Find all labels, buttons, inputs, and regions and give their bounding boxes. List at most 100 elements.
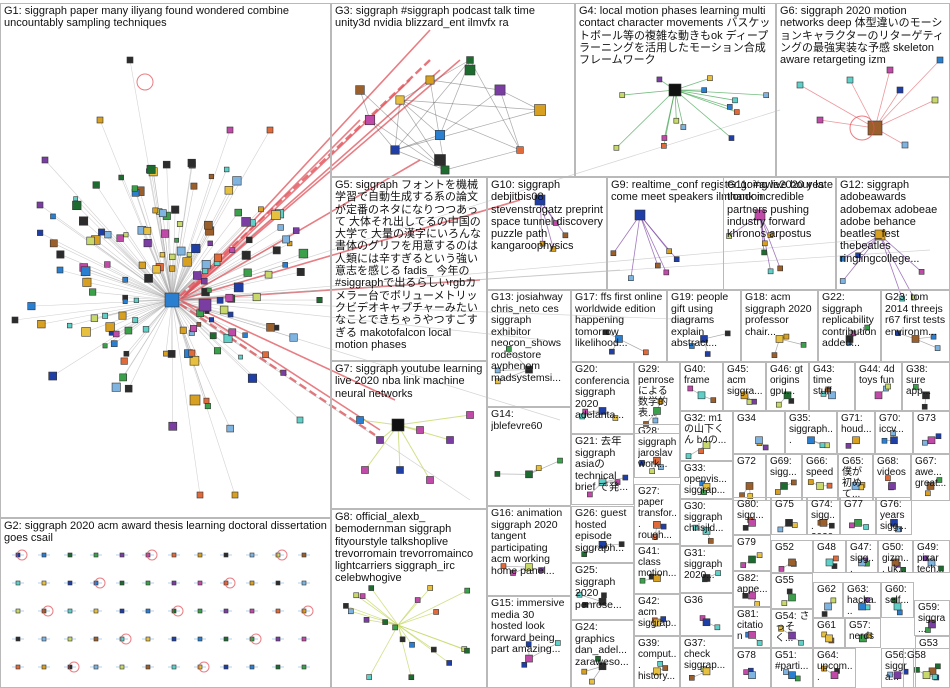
edge (128, 299, 173, 389)
edge (703, 333, 728, 340)
avatar-node (119, 608, 125, 614)
avatar-node (742, 592, 749, 599)
group-g17: G17: ffs first online worldwide edition … (571, 290, 667, 362)
avatar-node (918, 269, 925, 275)
avatar-node (890, 436, 898, 445)
group-g8: G8: official_alexb_ bemodernman siggraph… (331, 509, 487, 688)
edge (60, 254, 173, 301)
group-label: G50: gizm... uk... (882, 542, 909, 573)
avatar-node (936, 56, 944, 64)
avatar-node (655, 262, 661, 269)
avatar-node (748, 555, 756, 564)
group-g37: G37: check siggrap... (680, 636, 733, 688)
group-label: G34 (737, 413, 756, 424)
avatar-node (702, 667, 711, 676)
avatar-node (510, 570, 516, 576)
avatar-node (931, 96, 939, 104)
edge (171, 299, 701, 321)
group-g80: G80: sigg... (733, 497, 771, 535)
avatar-node (747, 493, 754, 499)
avatar-node (36, 201, 44, 209)
avatar-node (67, 608, 73, 614)
avatar-node (845, 335, 854, 343)
avatar-node (494, 367, 501, 374)
avatar-node (783, 333, 790, 340)
self-loop-edge (16, 549, 28, 561)
avatar-node (936, 477, 943, 483)
avatar-node (275, 552, 281, 558)
group-label: G20: conferencia siggraph 2020 adelanta.… (575, 364, 630, 421)
avatar-node (552, 220, 559, 226)
edge (165, 299, 173, 354)
edge (92, 291, 173, 301)
edge (429, 79, 501, 91)
avatar-node (208, 173, 214, 180)
avatar-node (839, 255, 846, 262)
group-g35: G35: siggraph... (785, 411, 837, 454)
avatar-node (233, 282, 244, 293)
avatar-node (296, 268, 305, 276)
group-g50: G50: gizm... uk... (878, 540, 913, 573)
avatar-node (767, 232, 774, 238)
group-g79: G79 (733, 535, 771, 571)
avatar-node (539, 240, 546, 247)
hub-avatar-node (534, 194, 546, 206)
avatar-node (119, 636, 125, 642)
avatar-node (15, 552, 21, 558)
avatar-node (661, 135, 668, 141)
group-label: G43: time stuff (813, 364, 838, 397)
edge (370, 587, 399, 626)
avatar-node (206, 287, 212, 293)
group-label: G45: acm siggra... (727, 364, 763, 397)
avatar-node (726, 233, 732, 239)
avatar-node (901, 141, 909, 149)
avatar-node (86, 236, 95, 246)
avatar-node (171, 636, 177, 642)
avatar-node (238, 354, 243, 360)
edge (674, 89, 732, 139)
group-g11: G11: #awe2020 yes thank incredible partn… (723, 177, 836, 290)
avatar-node (825, 558, 834, 567)
avatar-node (855, 252, 861, 259)
avatar-node (748, 631, 756, 639)
group-g22: G22: siggraph replicability contribution… (818, 290, 881, 362)
avatar-node (359, 593, 366, 599)
avatar-node (41, 636, 47, 642)
avatar-node (67, 552, 73, 558)
avatar-node (41, 664, 47, 670)
avatar-node (316, 297, 323, 304)
edge (497, 369, 530, 382)
avatar-node (748, 591, 756, 600)
avatar-node (414, 597, 421, 603)
edge (399, 99, 541, 111)
group-label: G36 (684, 595, 703, 606)
edge (630, 214, 641, 279)
avatar-node (232, 176, 242, 186)
avatar-node (761, 249, 767, 256)
avatar-node (649, 468, 655, 474)
avatar-node (171, 205, 180, 214)
avatar-node (707, 75, 713, 82)
group-g2: G2: siggraph 2020 acm award thesis learn… (0, 518, 331, 688)
avatar-node (704, 351, 711, 357)
avatar-node (535, 465, 542, 471)
avatar-node (662, 665, 669, 671)
group-label: G70: iccv... (879, 413, 904, 435)
avatar-node (666, 248, 672, 255)
avatar-node (435, 130, 445, 140)
avatar-node (27, 302, 36, 311)
avatar-node (550, 246, 557, 252)
edge (179, 299, 396, 401)
avatar-node (619, 92, 626, 98)
edge (674, 89, 730, 108)
group-label: G57: nerds (849, 620, 875, 642)
group-g15: G15: immersive media 30 hosted look forw… (487, 596, 571, 688)
avatar-node (282, 235, 291, 244)
group-label: G74: sigg... 2020... (811, 499, 836, 534)
avatar-node (763, 92, 770, 99)
avatar-node (223, 636, 229, 642)
avatar-node (49, 239, 58, 248)
group-g49: G49: pixar tech... (913, 540, 950, 573)
group-label: G54: さっそく... (775, 611, 810, 644)
hub-avatar-node (634, 209, 646, 221)
